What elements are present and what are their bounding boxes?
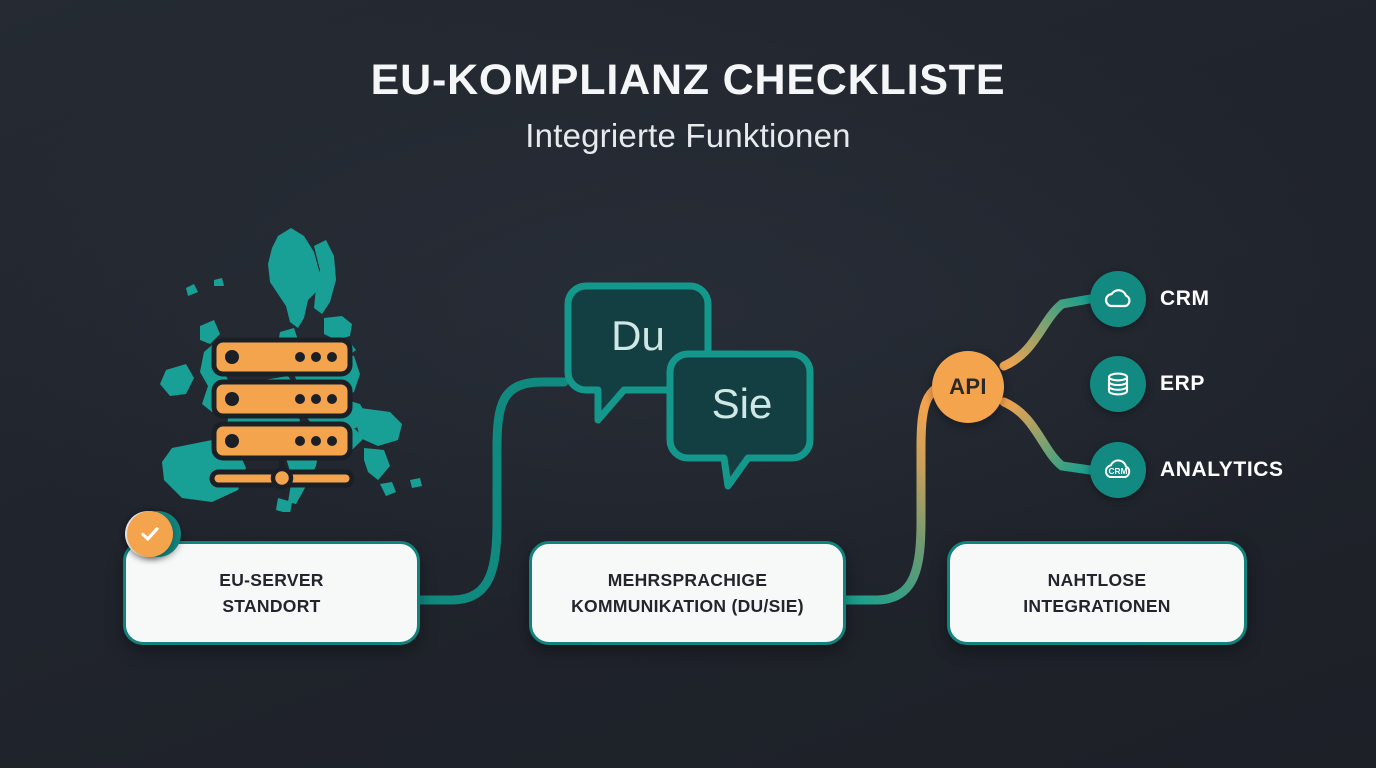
card-1-label: EU-SERVER STANDORT xyxy=(219,567,324,620)
crm-icon-text: CRM xyxy=(1108,466,1127,476)
check-badge-card-3 xyxy=(127,511,173,557)
integration-node-crm[interactable]: CRM xyxy=(1090,271,1210,327)
card-3-label: NAHTLOSE INTEGRATIONEN xyxy=(1023,567,1170,620)
integration-node-erp[interactable]: ERP xyxy=(1090,356,1205,412)
card-1-line-1: EU-SERVER xyxy=(219,569,324,590)
card-2-line-1: MEHRSPRACHIGE xyxy=(607,569,768,590)
speech-bubbles-illustration: Du Sie xyxy=(552,268,842,503)
card-2-label: MEHRSPRACHIGE KOMMUNIKATION (DU/SIE) xyxy=(571,567,804,620)
card-eu-server-standort[interactable]: EU-SERVER STANDORT xyxy=(123,541,420,645)
page-title: EU-KOMPLIANZ CHECKLISTE xyxy=(370,56,1006,104)
api-hub-node[interactable]: API xyxy=(932,351,1004,423)
check-icon xyxy=(141,527,159,541)
analytics-node-label: ANALYTICS xyxy=(1160,458,1284,481)
speech-bubble-sie: Sie xyxy=(666,350,814,490)
card-mehrsprachige-kommunikation[interactable]: MEHRSPRACHIGE KOMMUNIKATION (DU/SIE) xyxy=(529,541,846,645)
crm-cloud-icon: CRM xyxy=(1104,459,1131,478)
cloud-icon xyxy=(1104,289,1131,308)
database-icon xyxy=(1107,372,1129,396)
card-2-line-2: KOMMUNIKATION (DU/SIE) xyxy=(571,596,804,616)
card-3-line-1: NAHTLOSE xyxy=(1047,569,1147,590)
crm-node-circle[interactable] xyxy=(1090,271,1146,327)
bubble-text-sie: Sie xyxy=(712,380,773,427)
card-1-line-2: STANDORT xyxy=(222,596,321,616)
integration-node-analytics[interactable]: CRM ANALYTICS xyxy=(1090,442,1284,498)
page-subtitle: Integrierte Funktionen xyxy=(525,116,851,154)
server-rack-icon xyxy=(209,337,355,490)
crm-node-label: CRM xyxy=(1160,287,1210,310)
erp-node-circle[interactable] xyxy=(1090,356,1146,412)
erp-node-label: ERP xyxy=(1160,372,1205,395)
header: EU-KOMPLIANZ CHECKLISTE Integrierte Funk… xyxy=(0,56,1376,154)
europe-map-illustration xyxy=(128,222,428,514)
card-3-line-2: INTEGRATIONEN xyxy=(1023,596,1171,616)
bubble-text-du: Du xyxy=(611,312,665,359)
analytics-node-circle[interactable]: CRM xyxy=(1090,442,1146,498)
card-nahtlose-integrationen[interactable]: NAHTLOSE INTEGRATIONEN xyxy=(947,541,1247,645)
api-integration-hub: API CRM ERP xyxy=(932,252,1312,507)
